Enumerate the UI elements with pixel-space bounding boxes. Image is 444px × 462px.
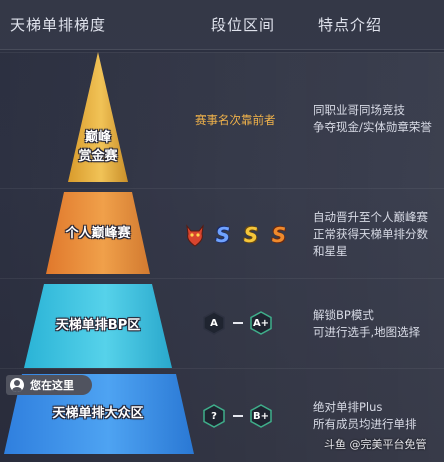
- tier-label-public: 天梯单排大众区: [52, 406, 144, 421]
- range-bounty-text: 赛事名次靠前者: [195, 113, 276, 127]
- desc-line: 绝对单排Plus: [313, 400, 383, 414]
- tier-label-bounty: 巅峰 赏金赛: [64, 128, 132, 166]
- desc-public: 绝对单排Plus 所有成员均进行单排: [313, 399, 417, 433]
- rank-badge-a-plus-label: A+: [252, 317, 270, 329]
- header-tier: 天梯单排梯度: [10, 16, 107, 34]
- range-dash: [233, 415, 243, 417]
- desc-line: 可进行选手,地图选择: [313, 325, 421, 339]
- header-features: 特点介绍: [318, 16, 383, 34]
- desc-bounty: 同职业哥同场竞技 争夺现金/实体勋章荣誉: [313, 102, 432, 136]
- table-header: 天梯单排梯度 段位区间 特点介绍: [0, 0, 444, 50]
- rank-badge-unknown-label: ?: [211, 410, 217, 422]
- desc-peak: 自动晋升至个人巅峰赛 正常获得天梯单排分数 和星星: [313, 209, 428, 260]
- rank-badge-b-plus: B+: [250, 404, 272, 428]
- desc-line: 自动晋升至个人巅峰赛: [313, 210, 428, 224]
- desc-line: 正常获得天梯单排分数: [313, 227, 428, 241]
- s-rank-icon: S: [215, 223, 231, 247]
- desc-line: 同职业哥同场竞技: [313, 103, 405, 117]
- range-dash: [233, 322, 243, 324]
- rank-badge-unknown: ?: [203, 404, 225, 428]
- s-rank-icon: S: [243, 223, 259, 247]
- rank-badge-a-label: A: [210, 317, 218, 329]
- tier-label-bounty-line1: 巅峰: [84, 130, 111, 145]
- pyramid-tier-bp: [24, 284, 172, 368]
- desc-line: 所有成员均进行单排: [313, 417, 417, 431]
- watermark: 斗鱼 @完美平台免管: [324, 438, 427, 451]
- rank-badge-a: A: [203, 311, 225, 335]
- bull-rank-icon: [184, 222, 206, 248]
- desc-line: 解锁BP模式: [313, 308, 374, 322]
- pyramid-tier-peak: [46, 192, 150, 274]
- tier-label-bounty-line2: 赏金赛: [78, 149, 118, 164]
- tier-label-bp: 天梯单排BP区: [55, 318, 141, 333]
- you-are-here-text: 您在这里: [30, 379, 74, 392]
- desc-line: 和星星: [313, 244, 348, 258]
- desc-line: 争夺现金/实体勋章荣誉: [313, 120, 432, 134]
- pyramid-tier-bounty: [68, 52, 128, 182]
- s-rank-icon: S: [271, 223, 287, 247]
- you-are-here-tag: 您在这里: [6, 375, 92, 395]
- rank-badge-a-plus: A+: [250, 311, 272, 335]
- tier-label-peak: 个人巅峰赛: [65, 226, 131, 241]
- user-icon: [10, 378, 24, 392]
- rank-badge-b-plus-label: B+: [252, 410, 269, 422]
- desc-bp: 解锁BP模式 可进行选手,地图选择: [313, 307, 420, 341]
- header-range: 段位区间: [211, 16, 276, 34]
